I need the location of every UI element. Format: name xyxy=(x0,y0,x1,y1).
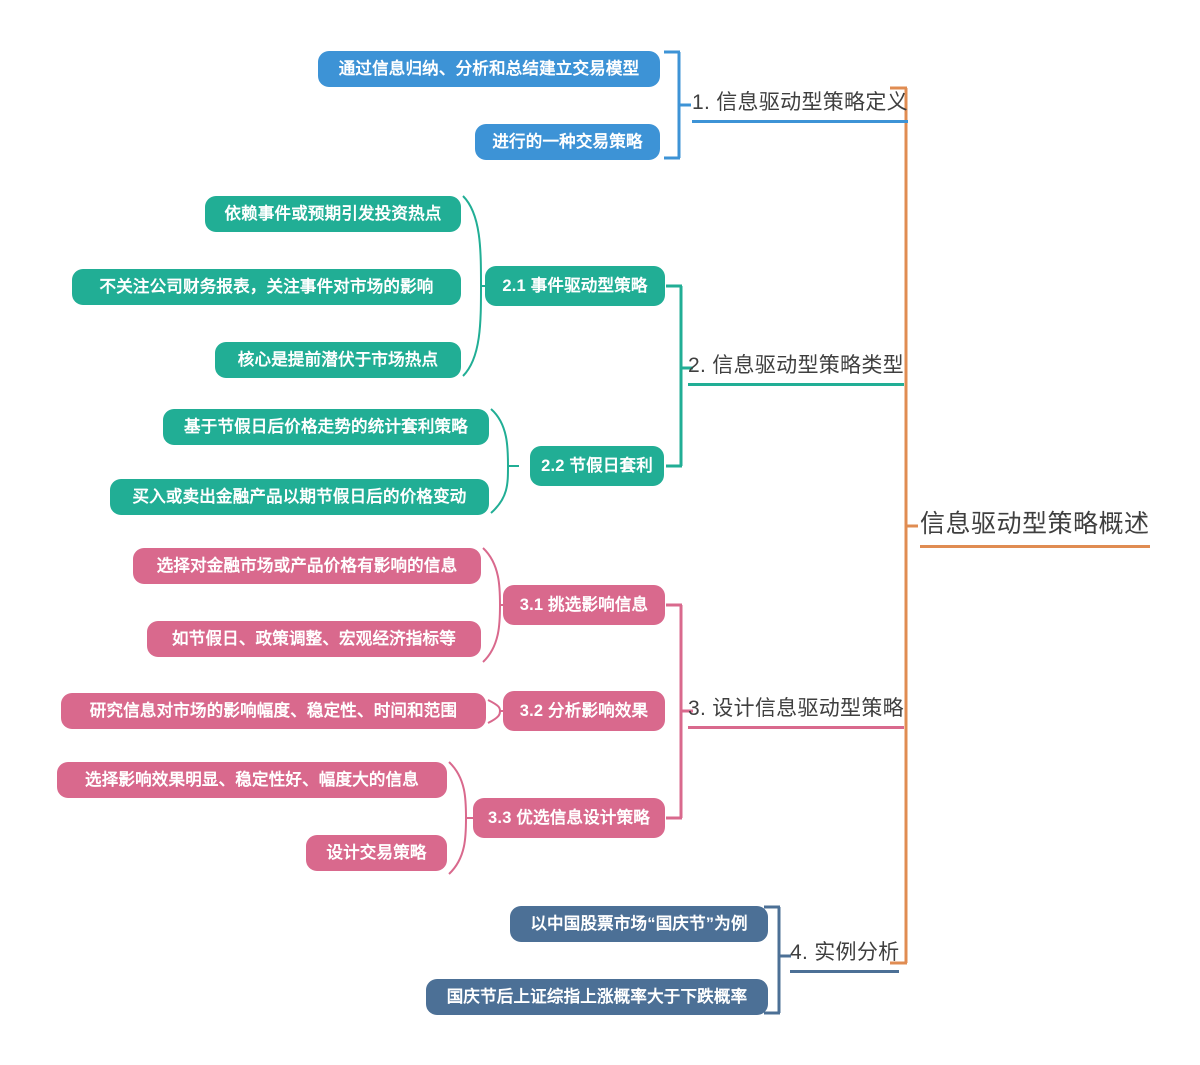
branch-label-4[interactable]: 4. 实例分析 xyxy=(790,942,900,973)
leaf-node[interactable]: 选择影响效果明显、稳定性好、幅度大的信息 xyxy=(57,762,447,798)
leaf-node[interactable]: 通过信息归纳、分析和总结建立交易模型 xyxy=(318,51,660,87)
branch-label-3[interactable]: 3. 设计信息驱动型策略 xyxy=(688,698,904,729)
trunk-connector-root xyxy=(890,86,918,965)
subbranch-node-3-3[interactable]: 3.3 优选信息设计策略 xyxy=(473,798,665,838)
root-node[interactable]: 信息驱动型策略概述 xyxy=(920,512,1150,548)
leaf-node[interactable]: 研究信息对市场的影响幅度、稳定性、时间和范围 xyxy=(61,693,486,729)
leaf-node[interactable]: 国庆节后上证综指上涨概率大于下跌概率 xyxy=(426,979,768,1015)
leaf-node[interactable]: 不关注公司财务报表，关注事件对市场的影响 xyxy=(72,269,461,305)
leaf-node[interactable]: 以中国股票市场“国庆节”为例 xyxy=(510,906,768,942)
leaf-node[interactable]: 依赖事件或预期引发投资热点 xyxy=(205,196,461,232)
branch-label-1[interactable]: 1. 信息驱动型策略定义 xyxy=(692,92,908,123)
leaf-node[interactable]: 进行的一种交易策略 xyxy=(475,124,660,160)
bracket-branch-4 xyxy=(764,905,791,1015)
subbranch-node-2-1[interactable]: 2.1 事件驱动型策略 xyxy=(485,266,665,306)
brace-sub-2-2 xyxy=(490,408,519,514)
subbranch-node-3-1[interactable]: 3.1 挑选影响信息 xyxy=(503,585,665,625)
bracket-branch-1 xyxy=(664,50,691,160)
subbranch-node-2-2[interactable]: 2.2 节假日套利 xyxy=(530,446,664,486)
leaf-node[interactable]: 基于节假日后价格走势的统计套利策略 xyxy=(163,409,489,445)
leaf-node[interactable]: 如节假日、政策调整、宏观经济指标等 xyxy=(147,621,481,657)
branch-label-2[interactable]: 2. 信息驱动型策略类型 xyxy=(688,355,904,386)
leaf-node[interactable]: 选择对金融市场或产品价格有影响的信息 xyxy=(133,548,481,584)
leaf-node[interactable]: 核心是提前潜伏于市场热点 xyxy=(215,342,461,378)
subbranch-node-3-2[interactable]: 3.2 分析影响效果 xyxy=(503,691,665,731)
leaf-node[interactable]: 买入或卖出金融产品以期节假日后的价格变动 xyxy=(110,479,489,515)
leaf-node[interactable]: 设计交易策略 xyxy=(306,835,447,871)
